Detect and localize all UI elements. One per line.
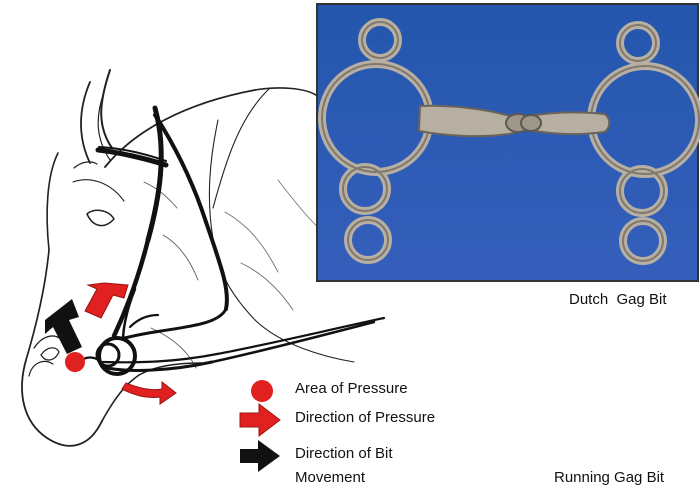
running-gag-bit-caption: Running Gag Bit [554,470,664,485]
legend-movement: Movement [295,470,365,485]
movement-arrow-icon [45,299,82,354]
pressure-point-icon [65,352,85,372]
pressure-arrow-icon [85,283,128,318]
red-dot-icon [251,380,273,402]
dutch-gag-bit-photo [317,4,699,281]
red-arrow-icon [240,404,280,436]
legend-icons [240,380,280,472]
pressure-arrow-lower-icon [122,382,176,404]
black-arrow-icon [240,440,280,472]
legend-area-of-pressure: Area of Pressure [295,381,408,396]
legend-direction-of-bit: Direction of Bit [295,446,393,461]
dutch-gag-bit-caption: Dutch Gag Bit [569,292,667,307]
legend-direction-of-pressure: Direction of Pressure [295,410,435,425]
